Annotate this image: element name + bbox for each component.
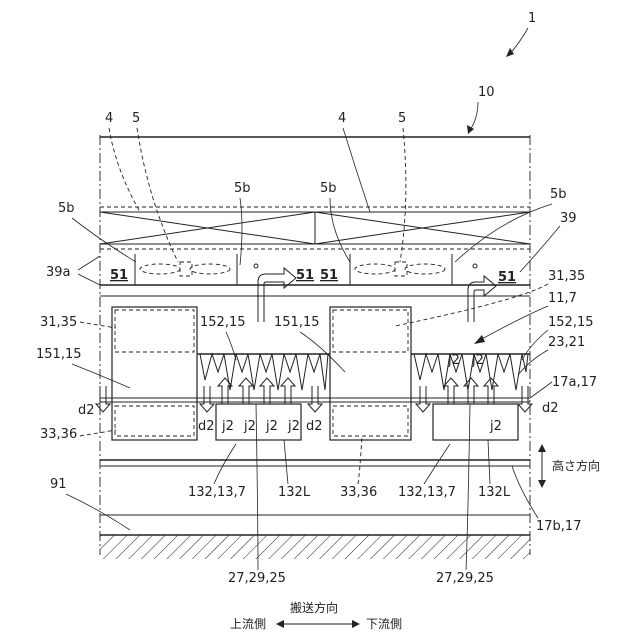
apparatus-label: 10: [478, 85, 495, 100]
label-132L-right: 132L: [478, 485, 511, 500]
label-4-right: 4: [338, 111, 346, 126]
sensor-51-a: 51: [110, 268, 128, 283]
label-5-left: 5: [132, 111, 140, 126]
block-right: [330, 307, 411, 440]
label-33-36-right: 33,36: [340, 485, 377, 500]
label-j2-e: j2: [447, 353, 460, 368]
label-5b-d: 5b: [550, 187, 567, 202]
label-17b-17: 17b,17: [536, 519, 581, 534]
label-31-35-left: 31,35: [40, 315, 77, 330]
label-j2-f: j2: [471, 353, 484, 368]
sensor-51-b: 51: [296, 268, 314, 283]
label-11-7: 11,7: [548, 291, 577, 306]
nozzle-unit-right: [433, 404, 518, 440]
ground-hatch: [100, 535, 530, 559]
convey-direction-arrow: [276, 620, 360, 628]
label-d2-right: d2: [542, 401, 559, 416]
figure-number-arrowhead: [506, 48, 514, 57]
label-j2-a: j2: [221, 419, 234, 434]
fan-left-blade-b: [190, 264, 230, 274]
label-17a-17: 17a,17: [552, 375, 597, 390]
label-151-15-left: 151,15: [36, 347, 82, 362]
label-152-15-left: 152,15: [200, 315, 246, 330]
comb-right-teeth: [414, 354, 528, 390]
label-39a: 39a: [46, 265, 71, 280]
sensor-51-c: 51: [320, 268, 338, 283]
label-j2-d: j2: [287, 419, 300, 434]
convey-direction-label: 搬送方向: [290, 600, 338, 615]
label-d2-left: d2: [78, 403, 95, 418]
figure-number-label: 1: [528, 11, 536, 26]
airflow-origin-left: [254, 264, 258, 268]
label-5b-b: 5b: [320, 181, 337, 196]
figure-number-leader: [510, 28, 528, 54]
label-d2-a: d2: [198, 419, 215, 434]
fan-right-blade-b: [405, 264, 445, 274]
label-39: 39: [560, 211, 577, 226]
downstream-label: 下流側: [366, 617, 402, 631]
label-4-left: 4: [105, 111, 113, 126]
label-31-35-right: 31,35: [548, 269, 585, 284]
label-23-21: 23,21: [548, 335, 585, 350]
jets-right: [444, 378, 498, 404]
airflow-arrow-left: [258, 268, 296, 322]
fan-left-blade-a: [140, 264, 180, 274]
label-d2-b: d2: [306, 419, 323, 434]
apparatus-arrowhead: [467, 125, 474, 134]
label-27-29-25-left: 27,29,25: [228, 571, 286, 586]
label-j2-c: j2: [265, 419, 278, 434]
label-91: 91: [50, 477, 67, 492]
label-j2-b: j2: [243, 419, 256, 434]
height-direction-label: 高さ方向: [552, 458, 600, 473]
label-152-15-right: 152,15: [548, 315, 594, 330]
label-132-left: 132,13,7: [188, 485, 246, 500]
fan-right-blade-a: [355, 264, 395, 274]
label-33-36-left: 33,36: [40, 427, 77, 442]
jets-left: [218, 378, 295, 404]
airflow-origin-right: [473, 264, 477, 268]
label-5-right: 5: [398, 111, 406, 126]
upstream-label: 上流側: [230, 617, 266, 631]
label-5b-c: 5b: [58, 201, 75, 216]
block-left: [112, 307, 197, 440]
label-27-29-25-right: 27,29,25: [436, 571, 494, 586]
roller-arrowhead: [474, 335, 485, 344]
apparatus-leader: [470, 102, 478, 130]
airflow-arrow-right: [468, 276, 496, 322]
label-5b-a: 5b: [234, 181, 251, 196]
label-j2-g: j2: [489, 419, 502, 434]
label-132L-left: 132L: [278, 485, 311, 500]
lamp-left-cross: [100, 212, 315, 244]
sensor-51-d: 51: [498, 270, 516, 285]
label-151-15-mid: 151,15: [274, 315, 320, 330]
lamp-right-cross: [315, 212, 530, 244]
label-132-right: 132,13,7: [398, 485, 456, 500]
height-direction-arrow: [538, 444, 546, 488]
